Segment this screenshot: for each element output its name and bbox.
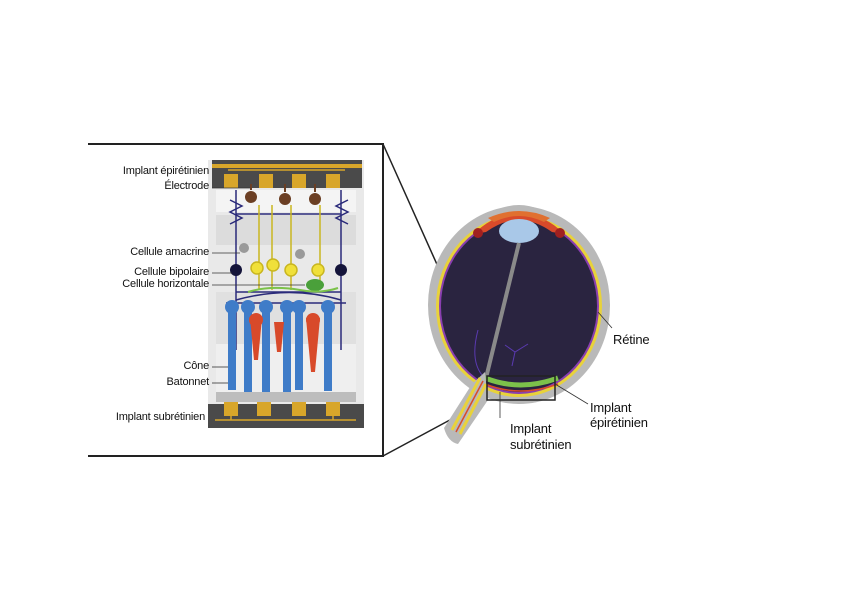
retina-cell-layers-icon <box>208 160 364 428</box>
amacrine-cell <box>295 249 305 259</box>
label-implant-epiretinien: Implant épirétinien <box>122 165 209 177</box>
pigment-layer <box>216 392 356 402</box>
eye-cross-section-icon <box>428 205 610 444</box>
photoreceptors <box>225 300 335 393</box>
label-cellule-amacrine: Cellule amacrine <box>130 246 209 258</box>
label-eye-implant-subretinien-1: Implant <box>510 421 552 436</box>
label-cone: Cône <box>183 360 210 372</box>
amacrine-cell <box>239 243 249 253</box>
label-eye-implant-epiretinien-1: Implant <box>590 400 632 415</box>
ganglion-cells <box>245 184 321 205</box>
bipolar-cell-dark <box>230 264 242 276</box>
label-implant-subretinien: Implant subrétinien <box>115 411 205 423</box>
zoom-region-box <box>486 375 556 401</box>
subretinal-implant-strip <box>208 402 364 428</box>
horizontal-cell <box>247 279 339 293</box>
inset-leader-lines <box>212 187 305 384</box>
bipolar-cell-dark <box>335 264 347 276</box>
inset-frame <box>88 143 384 457</box>
label-cellule-bipolaire: Cellule bipolaire <box>134 266 209 278</box>
epiretinal-implant-strip <box>212 160 362 188</box>
bipolar-cells <box>250 205 325 290</box>
label-cellule-horizontale: Cellule horizontale <box>122 278 209 290</box>
label-eye-implant-epiretinien-2: épirétinien <box>590 415 648 430</box>
label-electrode: Électrode <box>164 180 209 192</box>
label-batonnet: Batonnet <box>166 376 210 388</box>
label-retine: Rétine <box>613 332 650 347</box>
eye-leader-lines <box>499 311 613 418</box>
label-eye-implant-subretinien-2: subrétinien <box>510 437 572 452</box>
